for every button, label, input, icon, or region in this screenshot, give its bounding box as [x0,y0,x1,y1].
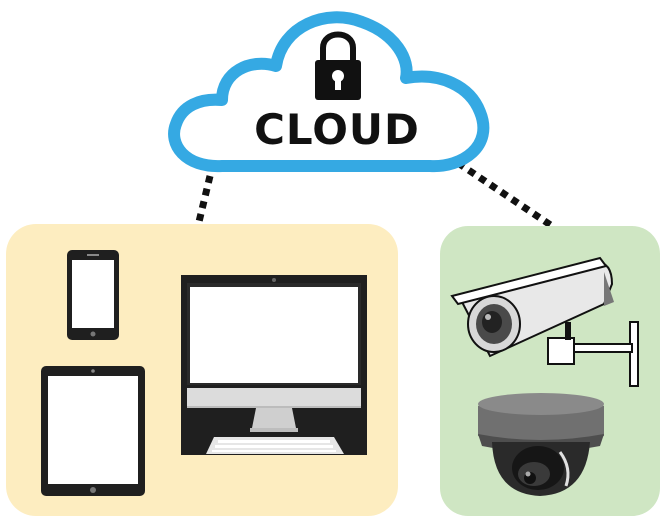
connector-lines [198,163,552,226]
cloud-shape: CLOUD [174,17,483,166]
desktop-monitor-icon [181,275,367,455]
connector-cloud-to-devices [198,176,210,226]
tablet-icon [41,366,145,496]
devices-panel [6,224,398,516]
cloud-label: CLOUD [254,105,420,154]
connector-cloud-to-cameras [458,163,552,226]
smartphone-icon [67,250,119,340]
keyboard-icon [206,437,344,454]
cameras-panel [440,226,660,516]
